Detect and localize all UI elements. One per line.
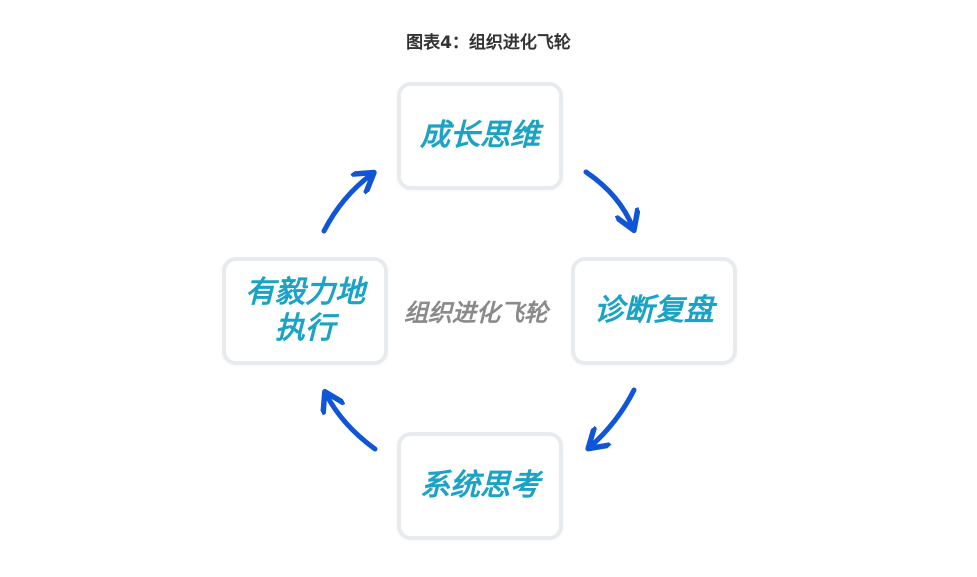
node-persistent-execution-line2: 执行	[275, 311, 335, 346]
node-systems-thinking: 系统思考	[397, 432, 563, 540]
arrow-top-to-right	[583, 169, 633, 228]
center-label: 组织进化飞轮	[404, 299, 548, 327]
node-growth-mindset-label: 成长思维	[420, 118, 540, 153]
arrow-bottom-to-left	[326, 394, 378, 452]
node-persistent-execution: 有毅力地 执行	[222, 257, 388, 365]
node-systems-thinking-label: 系统思考	[420, 468, 540, 503]
arrow-left-to-top	[321, 174, 372, 234]
node-diagnosis-review-label: 诊断复盘	[594, 293, 714, 328]
diagram-title: 图表4：组织进化飞轮	[406, 33, 571, 53]
node-persistent-execution-line1: 有毅力地	[245, 275, 365, 310]
arrow-right-to-bottom	[590, 387, 637, 447]
node-growth-mindset: 成长思维	[397, 82, 563, 190]
node-diagnosis-review: 诊断复盘	[571, 257, 737, 365]
